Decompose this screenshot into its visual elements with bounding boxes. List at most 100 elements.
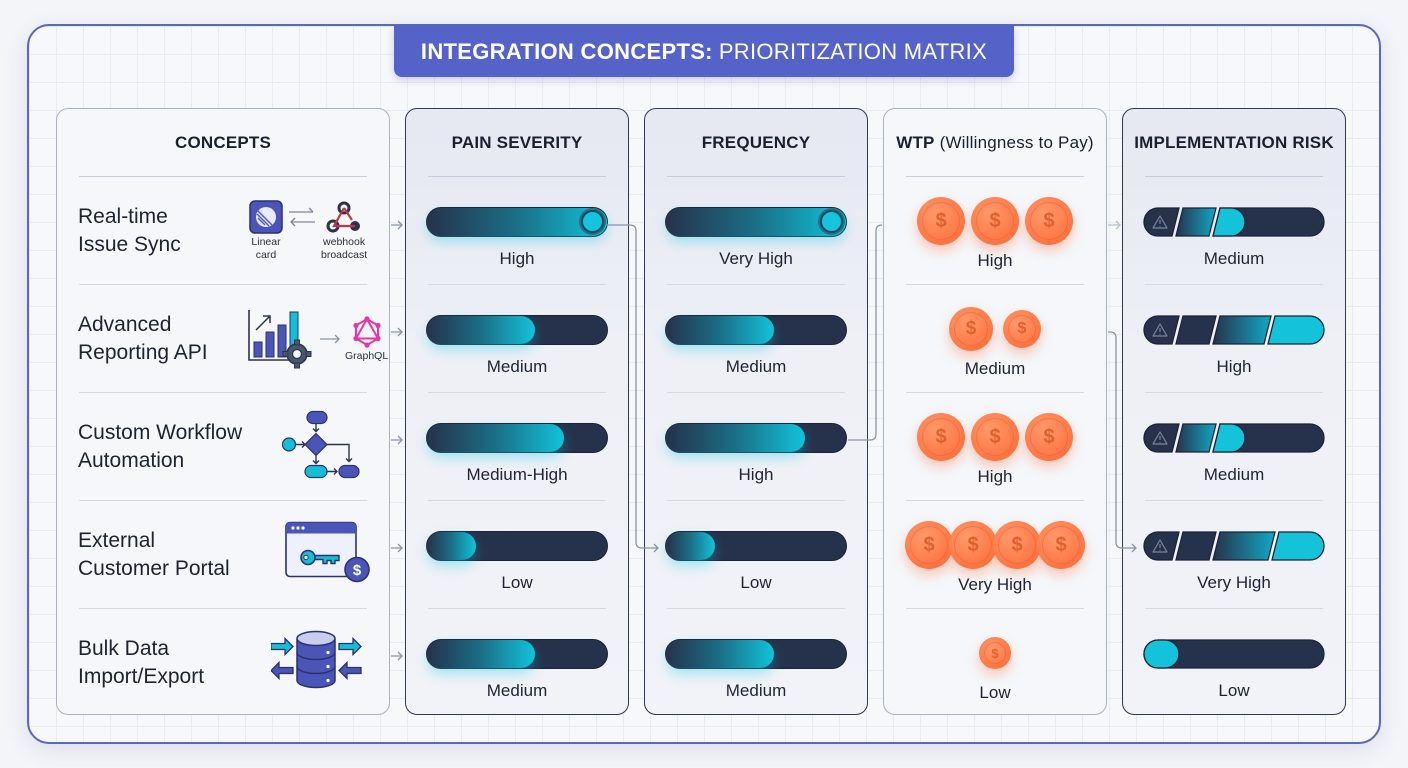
pain-label: Medium	[486, 357, 548, 376]
concepts-column: CONCEPTS Real-time Issue Sync Linear car…	[56, 108, 390, 715]
linear-card-label: Linear card	[251, 236, 281, 261]
risk-segments	[1143, 639, 1325, 669]
risk-cell: Low	[1123, 609, 1345, 717]
workflow-flowchart-icon	[281, 410, 360, 479]
frequency-bar-knob	[820, 210, 843, 233]
risk-segment	[1212, 315, 1272, 345]
wtp-cell: $$$High	[884, 177, 1106, 285]
row-divider	[1145, 500, 1323, 501]
row-divider	[1145, 284, 1323, 285]
concept-row: Advanced Reporting API	[57, 285, 389, 393]
pain-cell: Medium	[406, 609, 628, 717]
risk-fill	[1267, 315, 1325, 345]
concept-row: Custom Workflow Automation	[57, 393, 389, 501]
row-divider	[667, 176, 845, 177]
pain-cell: Low	[406, 501, 628, 609]
pain-bar-fill	[427, 532, 476, 560]
risk-segment	[1143, 315, 1180, 345]
risk-segment	[1143, 207, 1180, 237]
wtp-coins: $$$$	[884, 515, 1106, 575]
coin-icon: $	[971, 413, 1019, 461]
risk-segment	[1143, 423, 1180, 453]
frequency-label: Low	[740, 573, 772, 592]
coin-icon: $	[979, 637, 1011, 669]
dollar-sign-icon: $	[1043, 425, 1055, 448]
dollar-sign-icon: $	[989, 209, 1001, 232]
wtp-cell: $Low	[884, 609, 1106, 717]
pain-label: High	[499, 249, 535, 268]
wtp-header-thin: (Willingness to Pay)	[939, 133, 1094, 152]
risk-segments	[1143, 207, 1325, 237]
reporting-chart-gear-icon: GraphQL	[245, 308, 388, 370]
risk-segment	[1143, 531, 1180, 561]
coin-icon: $	[993, 521, 1041, 569]
pain-label: Medium-High	[466, 465, 568, 484]
frequency-label: Very High	[719, 249, 793, 268]
frequency-cell: Low	[645, 501, 867, 609]
row-divider	[667, 608, 845, 609]
risk-segments	[1143, 423, 1325, 453]
wtp-cell: $$$$Very High	[884, 501, 1106, 609]
portal-key-dollar-icon: $	[283, 520, 373, 591]
wtp-label: Medium	[964, 359, 1026, 378]
dollar-sign-icon: $	[935, 425, 947, 448]
frequency-bar	[665, 315, 847, 345]
dollar-sign-icon: $	[935, 209, 947, 232]
wtp-coins: $$	[884, 299, 1106, 359]
wtp-label: High	[977, 467, 1013, 486]
sync-arrows-icon	[289, 207, 315, 227]
warning-icon	[1152, 539, 1168, 553]
pain-bar	[426, 531, 608, 561]
wtp-coins: $ $ $	[884, 407, 1106, 467]
concept-name: External Customer Portal	[78, 529, 230, 580]
pain-bar-knob	[581, 210, 604, 233]
risk-bar	[1143, 207, 1325, 237]
frequency-cell: Very High	[645, 177, 867, 285]
risk-segment	[1175, 423, 1217, 453]
pain-cell: High	[406, 177, 628, 285]
dollar-sign-icon: $	[923, 533, 935, 556]
pain-bar-fill	[427, 640, 535, 668]
coin-icon: $	[971, 197, 1019, 245]
frequency-cell: Medium	[645, 609, 867, 717]
risk-fill	[1212, 207, 1246, 237]
concept-row: Real-time Issue Sync Linear card	[57, 177, 389, 285]
coin-icon: $	[1025, 197, 1073, 245]
wtp-header-bold: WTP	[896, 133, 935, 152]
dollar-sign-icon: $	[965, 318, 977, 339]
row-divider	[1145, 176, 1323, 177]
frequency-label: Medium	[725, 357, 787, 376]
pain-label: Medium	[486, 681, 548, 700]
wtp-column: WTP (Willingness to Pay) $$$High$$Medium…	[883, 108, 1107, 715]
dollar-sign-icon: $	[1055, 533, 1067, 556]
risk-segments	[1143, 531, 1325, 561]
concept-row: Bulk Data Import/Export	[57, 609, 389, 717]
frequency-label: Medium	[725, 681, 787, 700]
risk-fill	[1212, 423, 1246, 453]
database-import-export-icon	[270, 630, 363, 696]
risk-segment	[1175, 531, 1217, 561]
concept-row: External Customer Portal $	[57, 501, 389, 609]
webhook-broadcast-label: webhook broadcast	[321, 236, 368, 261]
row-divider	[79, 176, 367, 177]
concept-name: Bulk Data Import/Export	[78, 637, 205, 688]
risk-segment	[1175, 207, 1217, 237]
frequency-bar	[665, 423, 847, 453]
frequency-bar-fill	[666, 424, 805, 452]
frequency-header: FREQUENCY	[701, 133, 811, 152]
row-divider	[428, 284, 606, 285]
risk-cell: Medium	[1123, 393, 1345, 501]
coin-icon: $	[949, 307, 993, 351]
risk-bar	[1143, 639, 1325, 669]
webhook-icon	[326, 201, 361, 233]
concept-name: Custom Workflow Automation	[78, 421, 243, 472]
pain-bar-fill	[427, 424, 564, 452]
row-divider	[667, 284, 845, 285]
risk-fill	[1271, 531, 1325, 561]
frequency-bar	[665, 639, 847, 669]
wtp-cell: $ $ $ High	[884, 393, 1106, 501]
title-light: PRIORITIZATION MATRIX	[718, 38, 988, 64]
